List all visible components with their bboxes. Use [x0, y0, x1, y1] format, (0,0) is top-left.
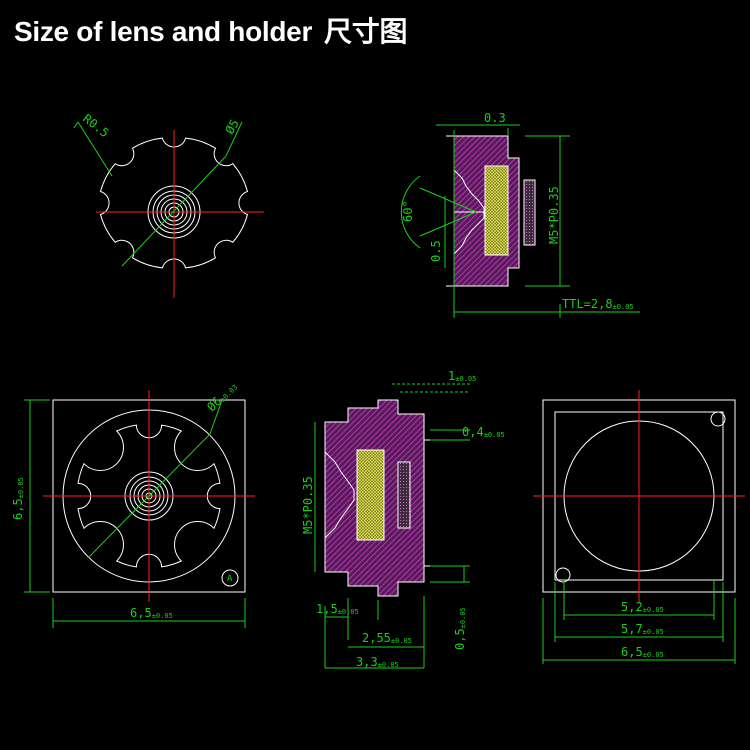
- page-title: Size of lens and holder 尺寸图: [14, 10, 407, 50]
- dim-1-top: 1±0.05: [448, 369, 476, 383]
- dim-0.5-lens: 0.5: [429, 240, 443, 262]
- dim-6.5-side: 6,5±0.05: [11, 477, 25, 520]
- dim-angle-60: 60°: [401, 200, 415, 222]
- dim-5.2: 5,2±0.05: [621, 600, 664, 614]
- dim-5.7: 5,7±0.05: [621, 622, 664, 636]
- dim-ttl: TTL=2,8±0.05: [562, 297, 634, 311]
- dim-1.5: 1,5±0.05: [316, 602, 359, 616]
- title-en: Size of lens and holder: [14, 16, 313, 47]
- thread-spec-holder: M5*P0.35: [301, 476, 315, 534]
- lens-section-view: [400, 124, 640, 318]
- dim-r0.5: R0.5: [80, 111, 111, 140]
- dim-dia6: Ø6±0.03: [204, 379, 239, 414]
- dim-3.3: 3,3±0.05: [356, 655, 399, 669]
- dim-6.5-bottom: 6,5±0.05: [130, 606, 173, 620]
- dim-0.5-holder: 0,5±0.05: [453, 607, 467, 650]
- title-cn: 尺寸图: [324, 15, 408, 48]
- lens-top-view: [73, 121, 264, 298]
- dim-2.55: 2,55±0.05: [362, 631, 412, 645]
- dim-6.5-right: 6,5±0.05: [621, 645, 664, 659]
- mark-a: A: [227, 574, 233, 584]
- holder-top-view: [24, 390, 255, 628]
- holder-section-view: [314, 383, 470, 669]
- thread-spec-lens: M5*P0.35: [547, 186, 561, 244]
- dim-0.3: 0.3: [484, 111, 506, 125]
- dim-0.4: 0,4±0.05: [462, 425, 505, 439]
- holder-bottom-view: [533, 390, 745, 664]
- dim-dia5: Ø5: [222, 117, 241, 137]
